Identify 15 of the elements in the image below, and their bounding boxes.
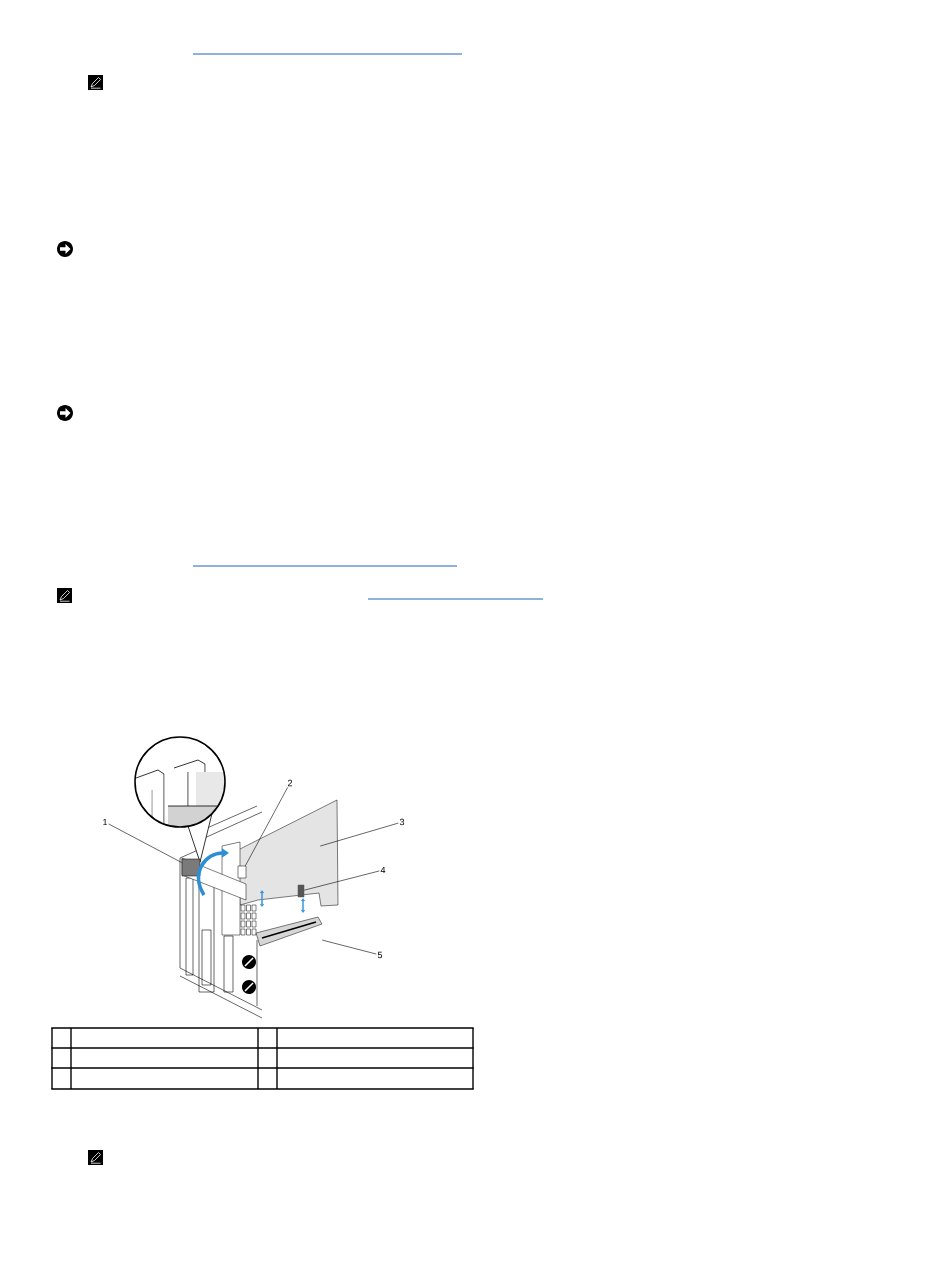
callout-number: 1 bbox=[103, 818, 108, 826]
release-tab bbox=[181, 858, 201, 877]
leader-line bbox=[319, 822, 399, 847]
leader-line bbox=[321, 939, 377, 955]
card-slot bbox=[255, 916, 323, 947]
leader-line bbox=[108, 823, 183, 863]
callout-number: 5 bbox=[377, 951, 383, 959]
leader-line bbox=[303, 870, 380, 891]
callout-number: 4 bbox=[380, 866, 386, 874]
callout-number: 2 bbox=[287, 779, 293, 787]
expansion-card bbox=[221, 799, 339, 936]
leader-line bbox=[245, 787, 288, 867]
callout-number: 3 bbox=[399, 818, 405, 826]
card-edge-key bbox=[297, 884, 305, 898]
alignment-guide bbox=[237, 865, 247, 879]
